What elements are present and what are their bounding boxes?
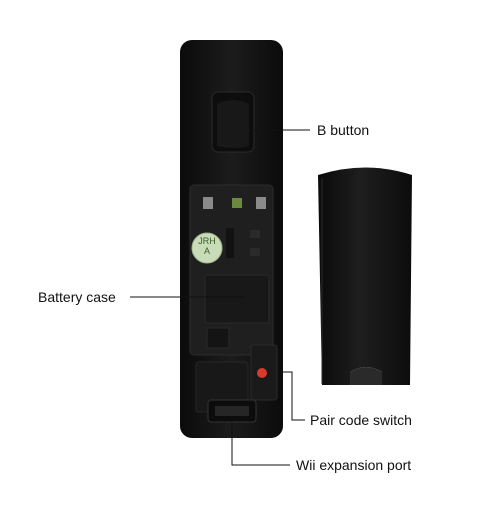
leader-lines (130, 129, 310, 466)
b-button-label: B button (317, 122, 370, 138)
sticker-line-2: A (203, 246, 210, 256)
sync-button (257, 368, 267, 378)
expansion-port (207, 399, 257, 423)
wii-expansion-port-label: Wii expansion port (296, 457, 412, 473)
expansion-port-leader (231, 422, 290, 466)
jrh-sticker (191, 232, 223, 264)
battery-cover (318, 167, 412, 385)
pair-code-switch-label: Pair code switch (310, 412, 412, 428)
sticker-label: JRH A (193, 236, 221, 256)
b-button (211, 91, 255, 153)
battery-compartment (189, 184, 274, 356)
battery-case-label: Battery case (38, 289, 116, 305)
sticker-line-1: JRH (198, 236, 216, 246)
wii-remote (180, 40, 283, 438)
pair-switch-leader (283, 371, 305, 421)
